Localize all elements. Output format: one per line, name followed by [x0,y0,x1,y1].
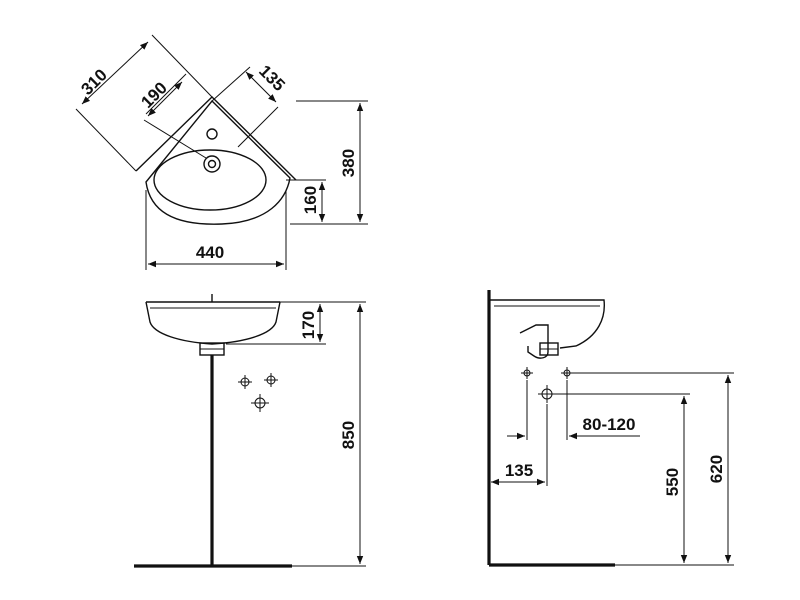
dim-440: 440 [196,243,224,262]
dim-160: 160 [301,186,320,214]
dim-620: 620 [707,455,726,483]
dim-380: 380 [339,149,358,177]
dim-135-side: 135 [505,461,533,480]
top-view: 310 190 135 380 160 440 [75,34,368,270]
dim-135-top: 135 [255,61,288,94]
dim-170: 170 [299,311,318,339]
valve-right [264,373,278,387]
basin-outline-plan [145,99,291,225]
dim-310: 310 [77,65,110,98]
supply-right-side [561,367,573,379]
drain-plan [203,155,221,173]
basin-side [489,299,605,349]
tap-hole [206,128,218,140]
dim-850: 850 [339,421,358,449]
dim-80-120: 80-120 [583,415,636,434]
front-view: 170 850 [134,294,366,568]
supply-left-side [521,367,533,379]
dim-190: 190 [137,78,170,111]
dim-550: 550 [663,468,682,496]
trap-side [527,340,549,359]
bowl-plan [153,149,267,211]
waste-outlet [251,394,269,412]
valve-left [238,375,252,389]
side-view: 80-120 135 550 620 [487,290,734,567]
waste-side [538,385,556,403]
basin-front [145,301,281,345]
